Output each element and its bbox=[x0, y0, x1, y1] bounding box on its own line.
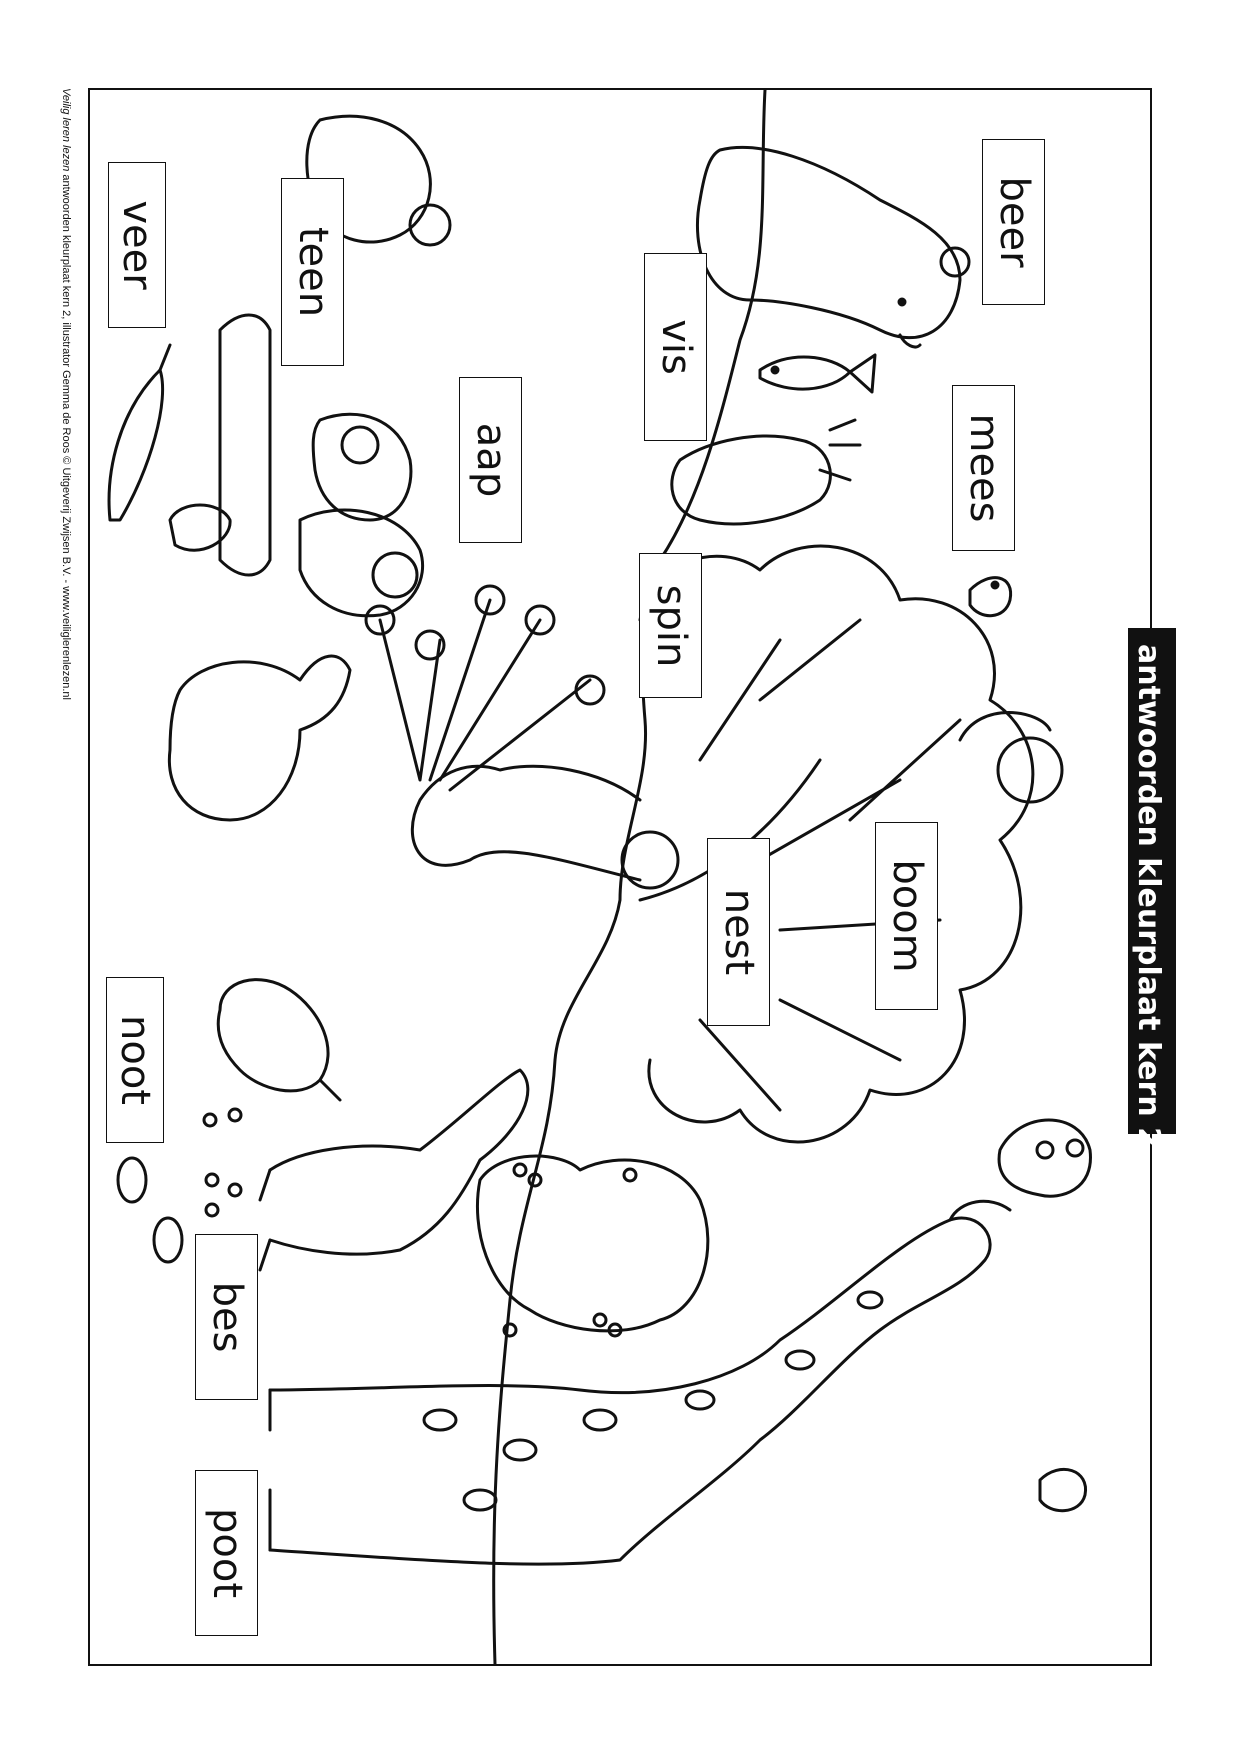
turtle-drawing bbox=[168, 503, 232, 552]
label-mees: mees bbox=[952, 385, 1015, 551]
bear-drawing bbox=[695, 146, 971, 349]
hen-drawing bbox=[216, 978, 342, 1102]
goat-drawing bbox=[258, 1068, 530, 1272]
ground-line bbox=[492, 88, 767, 1666]
monkey-in-tree-drawing bbox=[958, 711, 1064, 804]
giraffe-drawing bbox=[268, 1199, 1012, 1566]
owl-hole bbox=[620, 830, 680, 890]
nuts-drawing bbox=[116, 1107, 243, 1264]
label-teen: teen bbox=[281, 178, 344, 366]
pig-drawing bbox=[167, 654, 352, 822]
label-boom: boom bbox=[875, 822, 938, 1010]
berry-bush-drawing bbox=[475, 1154, 710, 1338]
page-title: antwoorden kleurplaat kern 2 bbox=[1131, 644, 1166, 1149]
title-bar: antwoorden kleurplaat kern 2 bbox=[1128, 628, 1176, 1148]
feather-drawing bbox=[107, 343, 172, 522]
label-veer: veer bbox=[108, 162, 166, 328]
label-nest: nest bbox=[707, 838, 770, 1026]
peacock-feather-drawing bbox=[364, 584, 606, 792]
label-bes: bes bbox=[195, 1234, 258, 1400]
tree-crown bbox=[638, 544, 1035, 1144]
fish-drawing bbox=[758, 353, 877, 394]
label-spin: spin bbox=[639, 553, 702, 698]
log-drawing bbox=[218, 313, 272, 577]
label-beer: beer bbox=[982, 139, 1045, 305]
label-aap: aap bbox=[459, 377, 522, 543]
cat-drawing bbox=[670, 418, 862, 526]
small-bird-drawing bbox=[1038, 1467, 1087, 1513]
label-vis: vis bbox=[644, 253, 707, 441]
label-noot: noot bbox=[106, 977, 164, 1143]
bird-drawing bbox=[968, 576, 1013, 618]
label-poot: poot bbox=[195, 1470, 258, 1636]
tree-trunk bbox=[410, 764, 642, 882]
owl-drawing bbox=[997, 1118, 1092, 1198]
